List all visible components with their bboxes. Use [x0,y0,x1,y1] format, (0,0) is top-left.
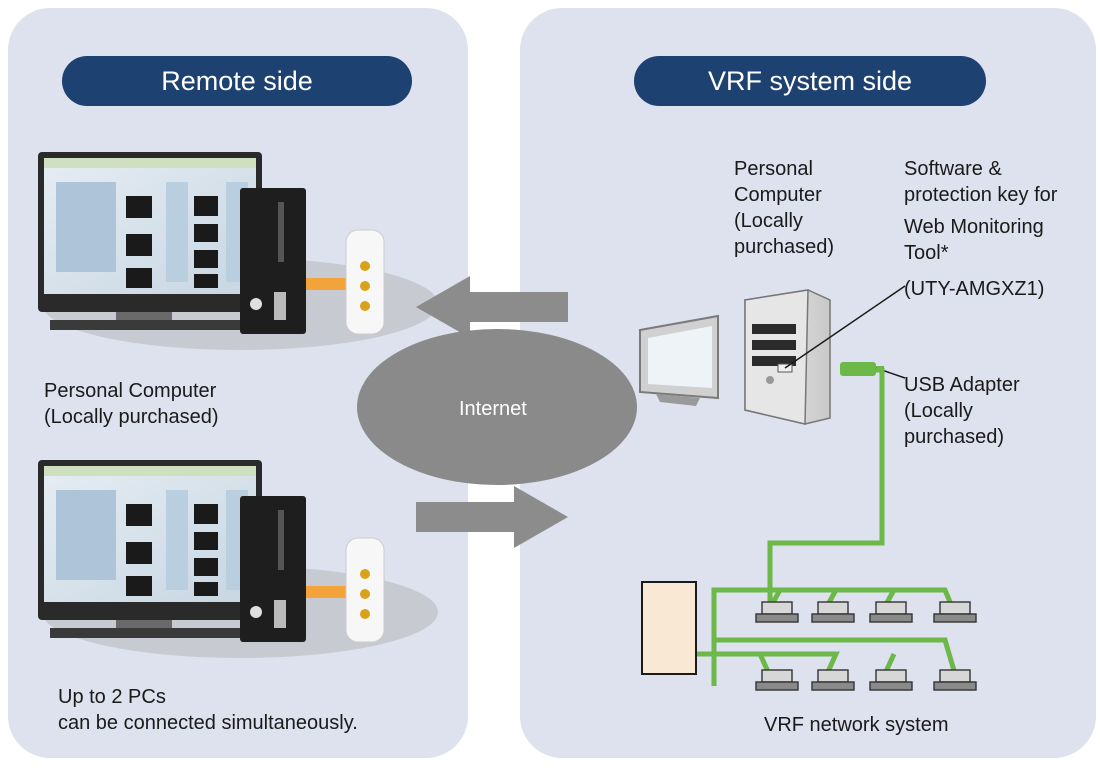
desktop-pc-icon [37,151,439,351]
software-caption: Software & protection key for [904,158,1058,206]
network-caption: VRF network system [764,714,949,736]
indoor-unit-icon [869,601,913,623]
indoor-unit-icon [811,601,855,623]
remote-pc-limit-note: Up to 2 PCs can be connected simultaneou… [58,686,358,734]
central-controller [641,581,697,675]
indoor-unit-icon [755,601,799,623]
outgoing-arrow [416,486,568,548]
usb-adapter-icon [840,362,906,379]
indoor-unit-icon [869,669,913,691]
vrf-side-header: VRF system side [634,56,986,106]
software-model: (UTY-AMGXZ1) [904,278,1045,300]
remote-pc-caption: Personal Computer (Locally purchased) [44,380,219,428]
incoming-arrow [416,276,568,338]
vrf-pc-caption: Personal Computer (Locally purchased) [734,158,835,258]
desktop-pc-icon [37,459,439,659]
indoor-unit-icon [811,669,855,691]
internet-cloud [357,329,637,485]
internet-label: Internet [459,398,527,420]
indoor-unit-icon [755,669,799,691]
indoor-unit-icon [933,601,977,623]
usb-adapter-caption: USB Adapter (Locally purchased) [904,374,1020,448]
software-name: Web Monitoring Tool* [904,216,1044,264]
indoor-unit-icon [933,669,977,691]
remote-side-header: Remote side [62,56,412,106]
tower-pc-icon [639,285,906,425]
